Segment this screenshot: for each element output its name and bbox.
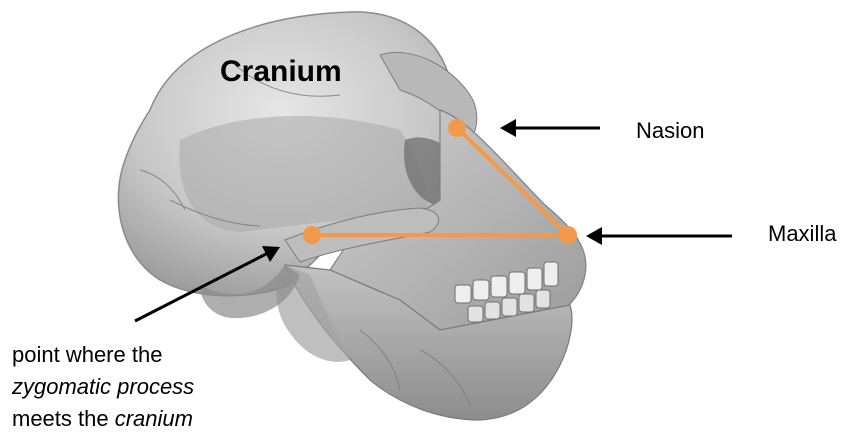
nasion-arrow <box>500 119 600 137</box>
nasion-label: Nasion <box>636 118 704 144</box>
cranium-term: cranium <box>115 406 193 431</box>
zygomatic-caption: point where the zygomatic process meets … <box>12 339 194 435</box>
zygomatic-caption-line3: meets the cranium <box>12 403 194 435</box>
maxilla-arrow <box>586 227 732 245</box>
zygomatic-caption-meets: meets the <box>12 406 115 431</box>
zygomatic-caption-line1: point where the <box>12 339 194 371</box>
nasion-point <box>448 119 466 137</box>
maxilla-point <box>559 226 577 244</box>
zygomatic-point <box>303 226 321 244</box>
zygomatic-process-term: zygomatic process <box>12 374 194 399</box>
maxilla-label: Maxilla <box>768 221 836 247</box>
cranium-title: Cranium <box>220 55 342 89</box>
zygomatic-caption-line2: zygomatic process <box>12 371 194 403</box>
